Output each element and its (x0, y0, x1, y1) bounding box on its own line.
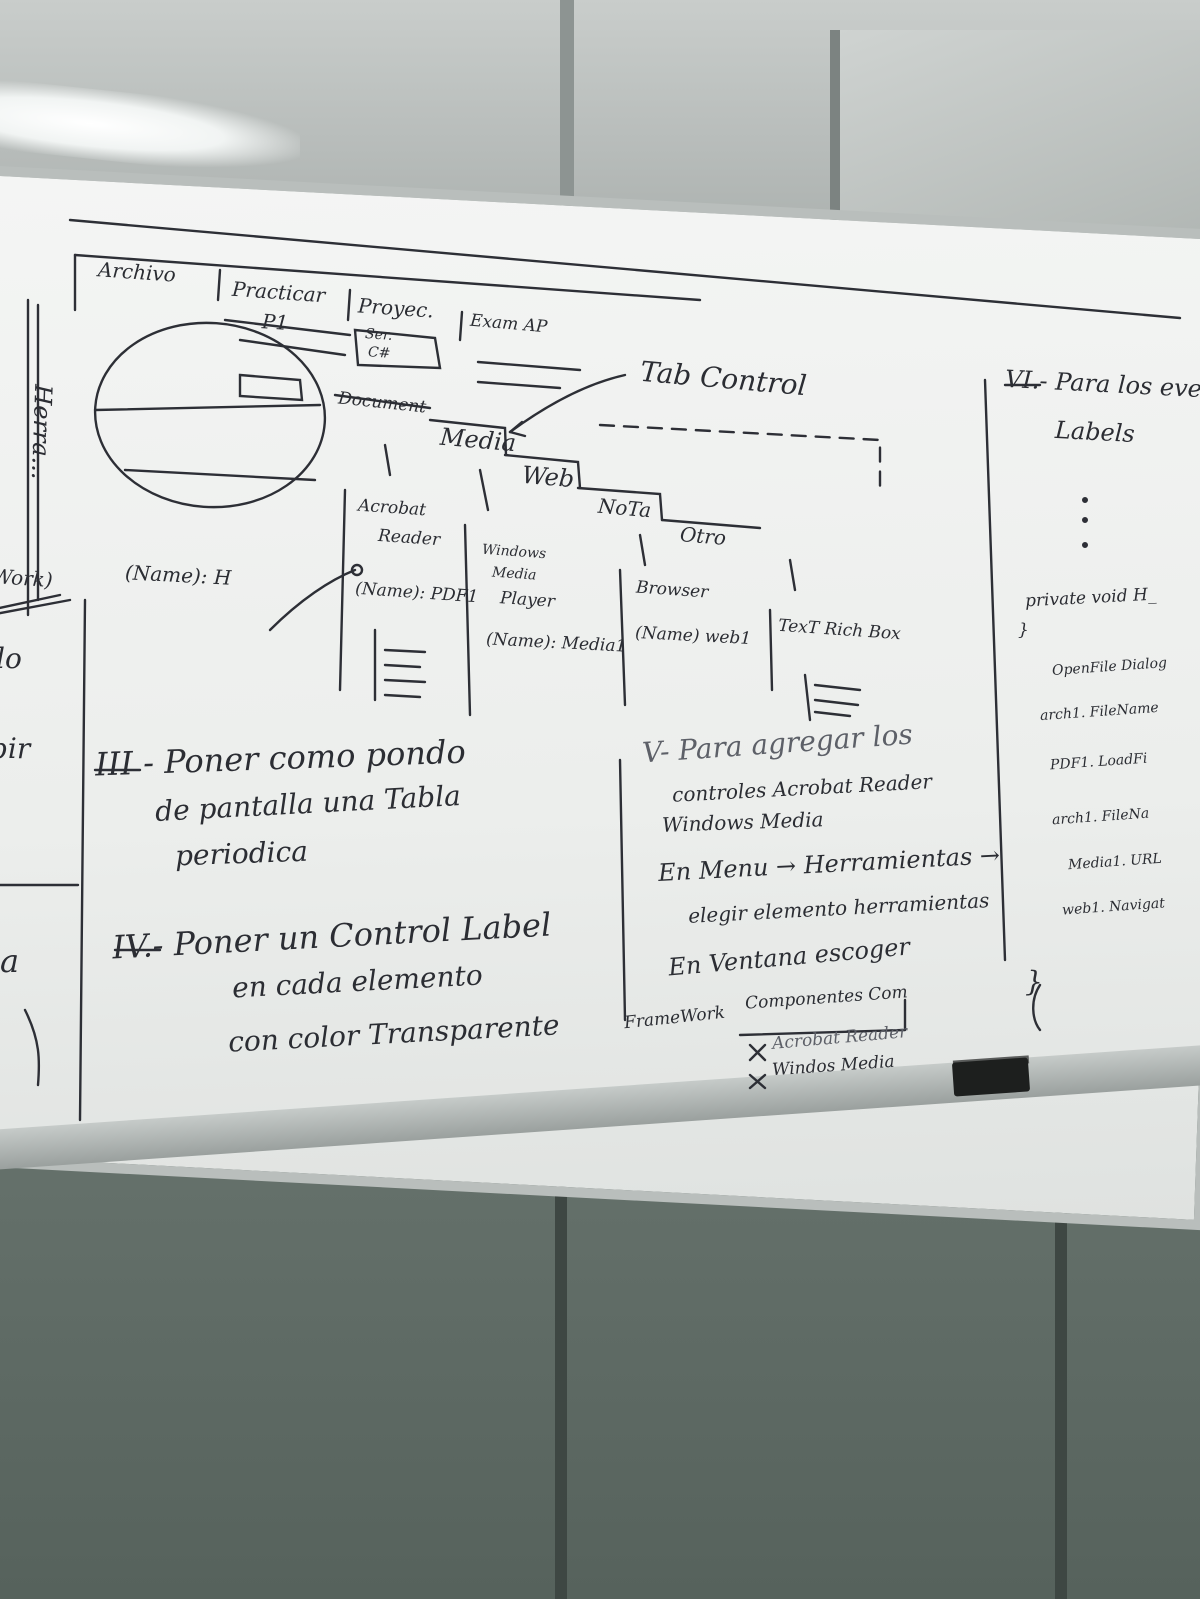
otro-tab: Otro (679, 522, 728, 550)
media-tab: Media (438, 422, 518, 458)
step-v-line3: Windows Media (661, 807, 824, 837)
step-iii-line3: periodica (174, 834, 309, 873)
code-line-final-brace: } (1025, 965, 1043, 998)
proyec-item-csharp: C# (367, 344, 391, 362)
left-name-label: (Name): H (124, 560, 232, 590)
wall-seam (555, 1130, 567, 1599)
tab-archivo: Archivo (97, 257, 177, 287)
left-edge-lo: lo (0, 642, 22, 675)
player-label: Player (499, 588, 556, 612)
windows-label: Windows (481, 541, 547, 563)
reader-label: Reader (377, 525, 441, 551)
media-label: Media (491, 564, 537, 584)
left-edge-work: Work) (0, 563, 54, 593)
left-edge-bir: bir (0, 732, 31, 765)
nota-tab: NoTa (597, 493, 653, 523)
step-vi-line2: Labels (1054, 415, 1136, 449)
tab-proyec: Proyec. (357, 293, 435, 323)
wall-seam (1055, 1130, 1067, 1599)
acrobat-label: Acrobat (357, 495, 427, 521)
sub-tab-p1: P1 (261, 309, 289, 335)
ceiling-seam (560, 0, 574, 230)
web-tab: Web (520, 460, 576, 494)
tab-practicar: Practicar (231, 276, 326, 308)
browser-label: Browser (635, 577, 709, 603)
code-line-brace-close: } (1018, 620, 1029, 640)
left-edge-a: a (0, 942, 20, 980)
vertical-word: Herra... (25, 383, 58, 481)
proyec-item-ser: Ser. (364, 326, 394, 344)
